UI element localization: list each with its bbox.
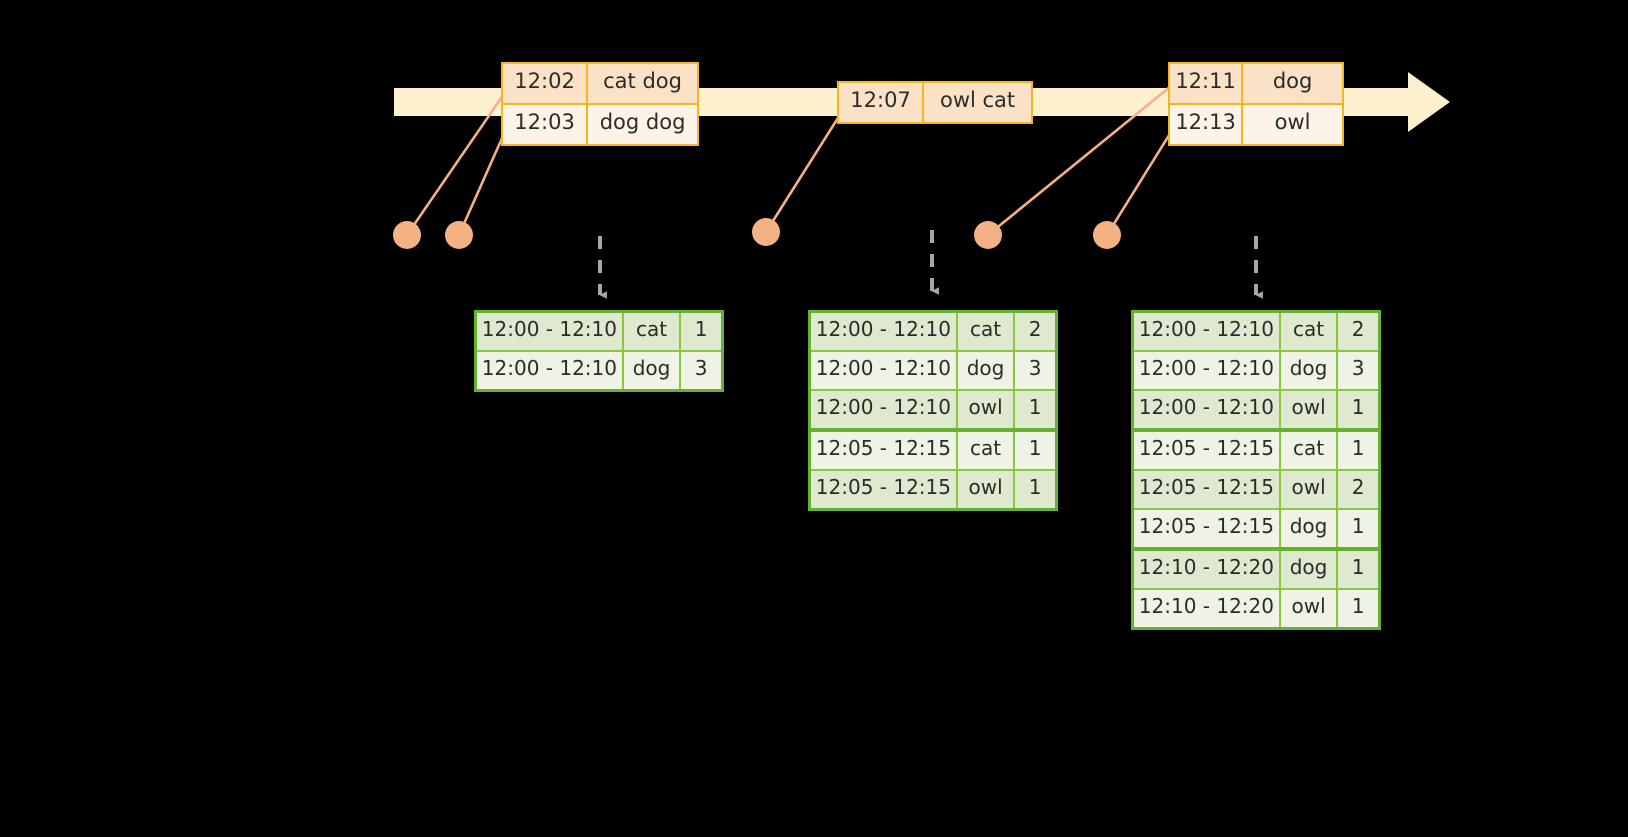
window-cell: 12:00 - 12:10 [477,352,624,389]
window-cell: 12:00 - 12:10 [811,313,958,350]
event-group-1[interactable]: 12:02 cat dog 12:03 dog dog [501,62,699,146]
event-time: 12:07 [839,83,925,122]
count-cell: 3 [681,352,721,389]
word-cell: dog [1280,551,1339,588]
event-words: dog dog [588,105,697,144]
dot-1213 [1093,221,1121,249]
count-cell: 1 [1015,432,1055,469]
event-row[interactable]: 12:02 cat dog [503,64,697,103]
event-words: owl [1243,105,1342,144]
event-time: 12:13 [1170,105,1244,144]
window-cell: 12:00 - 12:10 [1134,313,1281,350]
event-words: cat dog [588,64,697,103]
word-cell: cat [623,313,682,350]
word-cell: dog [1280,352,1339,389]
word-cell: dog [957,352,1016,389]
event-time: 12:03 [503,105,589,144]
word-cell: owl [957,391,1016,428]
window-cell: 12:00 - 12:10 [811,352,958,389]
word-cell: owl [957,471,1016,508]
count-cell: 1 [1338,590,1378,627]
count-cell: 3 [1338,352,1378,389]
word-cell: dog [1280,510,1339,547]
event-group-2[interactable]: 12:07 owl cat [837,81,1033,124]
event-row[interactable]: 12:07 owl cat [839,83,1031,122]
count-cell: 3 [1015,352,1055,389]
window-cell: 12:10 - 12:20 [1134,590,1281,627]
event-row[interactable]: 12:13 owl [1170,103,1342,144]
event-row[interactable]: 12:03 dog dog [503,103,697,144]
count-cell: 1 [1338,432,1378,469]
dot-1203 [445,221,473,249]
count-cell: 2 [1338,313,1378,350]
count-cell: 1 [681,313,721,350]
word-cell: cat [957,313,1016,350]
flow-arrows [598,230,1263,299]
event-time: 12:02 [503,64,589,103]
word-cell: owl [1280,391,1339,428]
window-cell: 12:05 - 12:15 [811,471,958,508]
window-cell: 12:00 - 12:10 [811,391,958,428]
word-cell: cat [957,432,1016,469]
connector-dots [393,218,1121,249]
word-cell: dog [623,352,682,389]
window-cell: 12:00 - 12:10 [1134,391,1281,428]
window-cell: 12:00 - 12:10 [477,313,624,350]
word-cell: owl [1280,590,1339,627]
dot-1202 [393,221,421,249]
event-words: owl cat [924,83,1031,122]
connector-1213-line [1105,123,1178,236]
window-cell: 12:10 - 12:20 [1134,551,1281,588]
count-cell: 1 [1015,391,1055,428]
window-cell: 12:05 - 12:15 [1134,510,1281,547]
window-cell: 12:00 - 12:10 [1134,352,1281,389]
word-cell: cat [1280,313,1339,350]
connector-1203-line [457,126,509,236]
event-group-3[interactable]: 12:11 dog 12:13 owl [1168,62,1344,146]
event-time: 12:11 [1170,64,1244,103]
count-cell: 1 [1338,391,1378,428]
word-cell: cat [1280,432,1339,469]
window-cell: 12:05 - 12:15 [811,432,958,469]
count-cell: 2 [1338,471,1378,508]
connector-1207-line [764,109,845,233]
dot-1211 [974,221,1002,249]
count-cell: 1 [1338,551,1378,588]
event-words: dog [1243,64,1342,103]
window-cell: 12:05 - 12:15 [1134,471,1281,508]
dot-1207 [752,218,780,246]
count-cell: 2 [1015,313,1055,350]
window-cell: 12:05 - 12:15 [1134,432,1281,469]
timeline-arrow-head [1408,72,1450,132]
event-row[interactable]: 12:11 dog [1170,64,1342,103]
count-cell: 1 [1338,510,1378,547]
count-cell: 1 [1015,471,1055,508]
word-cell: owl [1280,471,1339,508]
